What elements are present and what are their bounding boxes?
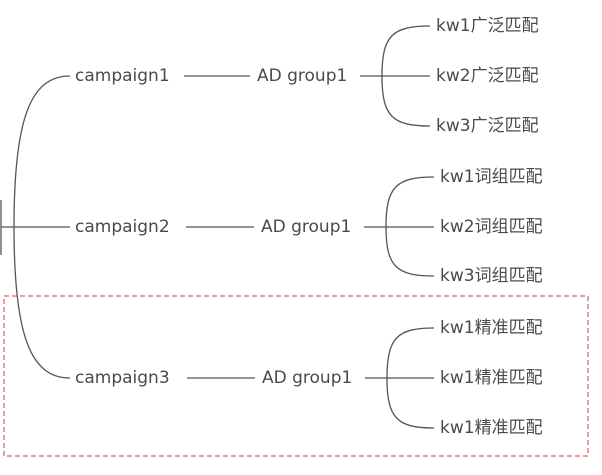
ad-group-2-to-keyword-bottom-line xyxy=(385,226,435,277)
campaign-node-1[interactable]: campaign1 xyxy=(75,66,170,86)
keyword-node-1-3[interactable]: kw3广泛匹配 xyxy=(436,116,539,136)
campaign3-highlight-box xyxy=(3,295,589,457)
keyword-node-2-3[interactable]: kw3词组匹配 xyxy=(440,266,543,286)
campaign-node-2[interactable]: campaign2 xyxy=(75,217,170,237)
ad-group-node-1[interactable]: AD group1 xyxy=(257,66,347,86)
keyword-node-3-2[interactable]: kw1精准匹配 xyxy=(440,368,543,388)
root-to-campaign-3-line xyxy=(13,226,71,379)
ad-group-2-to-keyword-top-line xyxy=(385,176,435,228)
campaign-node-3[interactable]: campaign3 xyxy=(75,368,170,388)
keyword-node-3-3[interactable]: kw1精准匹配 xyxy=(440,418,543,438)
keyword-node-1-2[interactable]: kw2广泛匹配 xyxy=(436,66,539,86)
ad-group-node-3[interactable]: AD group1 xyxy=(262,368,352,388)
ad-group-1-to-keyword-top-line xyxy=(381,25,431,77)
ad-group-3-to-keyword-bottom-line xyxy=(386,377,435,429)
keyword-node-2-2[interactable]: kw2词组匹配 xyxy=(440,217,543,237)
ad-group-node-2[interactable]: AD group1 xyxy=(261,217,351,237)
keyword-node-1-1[interactable]: kw1广泛匹配 xyxy=(436,16,539,36)
ad-group-1-to-keyword-bottom-line xyxy=(381,75,431,127)
keyword-node-3-1[interactable]: kw1精准匹配 xyxy=(440,318,543,338)
connector-lines xyxy=(0,25,435,429)
ad-group-3-to-keyword-top-line xyxy=(386,327,435,379)
root-to-campaign-1-line xyxy=(13,75,71,228)
keyword-node-2-1[interactable]: kw1词组匹配 xyxy=(440,167,543,187)
